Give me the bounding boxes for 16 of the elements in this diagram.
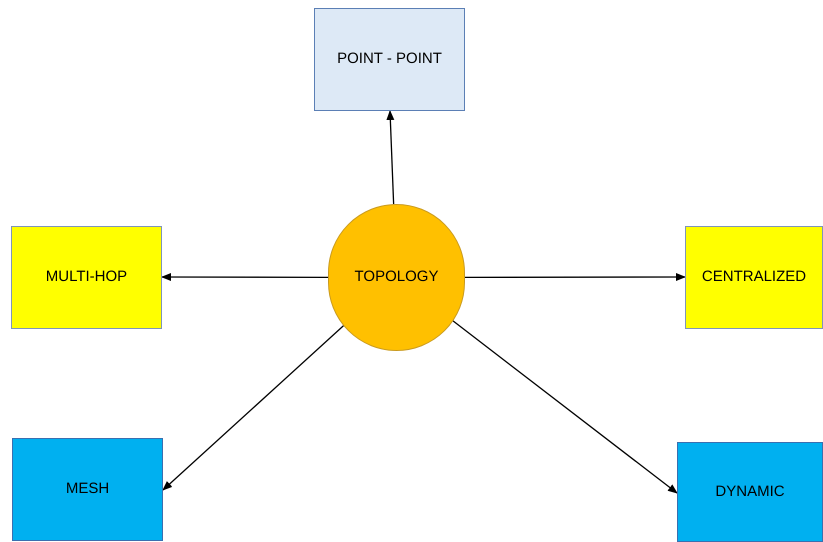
arrow xyxy=(162,324,345,491)
topology-box xyxy=(677,442,823,542)
topology-box xyxy=(685,226,823,329)
topology-box xyxy=(314,8,465,111)
arrow xyxy=(465,273,686,282)
topology-box xyxy=(12,438,163,541)
node-label: MULTI-HOP xyxy=(46,267,128,288)
node-label: MESH xyxy=(66,479,110,500)
node-label: TOPOLOGY xyxy=(354,267,438,288)
node-label: DYNAMIC xyxy=(715,482,785,502)
node-label: POINT - POINT xyxy=(337,49,442,70)
arrow xyxy=(161,273,328,282)
topology-box xyxy=(11,226,162,329)
arrow xyxy=(452,320,678,494)
arrow xyxy=(386,110,394,204)
node-label: CENTRALIZED xyxy=(702,267,806,288)
